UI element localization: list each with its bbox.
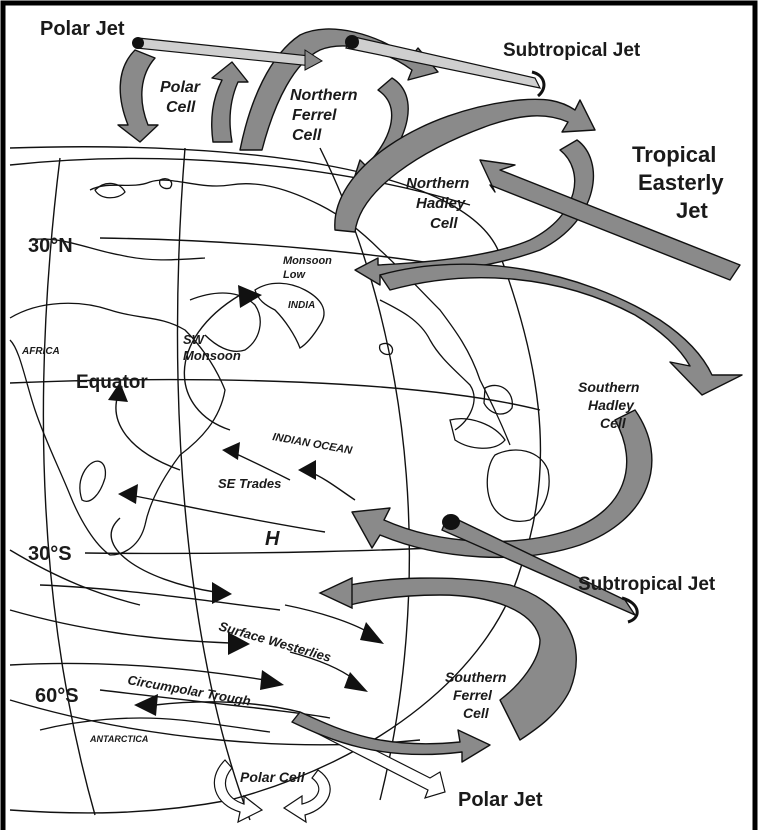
polar-cell-bottom-label: Polar Cell <box>240 769 306 785</box>
northern-hadley-arrow <box>335 99 595 232</box>
antarctica-label: ANTARCTICA <box>89 734 148 744</box>
northern-ferrel-label-1: Northern <box>290 87 358 104</box>
high-pressure-label: H <box>265 528 280 550</box>
polar-jet-top-label: Polar Jet <box>40 18 125 40</box>
northern-hadley-label-1: Northern <box>406 175 469 192</box>
westerly-arrowhead-4 <box>260 670 284 690</box>
lat-30s-label: 30°S <box>28 543 72 565</box>
circumpolar-arrowhead <box>134 694 158 716</box>
westerly-flow-6 <box>40 585 280 610</box>
southern-ferrel-label-1: Southern <box>445 669 506 685</box>
polar-jet-top-head <box>132 37 144 49</box>
tropical-easterly-label-2: Easterly <box>638 170 724 195</box>
sw-monsoon-label-1: SW <box>183 332 206 347</box>
monsoon-low-label-1: Monsoon <box>283 255 332 267</box>
southern-hadley-label-1: Southern <box>578 379 639 395</box>
southern-hadley-lower-arrow <box>352 410 652 557</box>
northern-ferrel-label-3: Cell <box>292 127 322 144</box>
island-2 <box>380 343 393 354</box>
labels: Polar Jet Polar Cell Northern Ferrel Cel… <box>21 18 724 811</box>
polar-jet-bottom-label: Polar Jet <box>458 789 543 811</box>
subtropical-jet-bottom-label: Subtropical Jet <box>578 574 716 595</box>
subtropical-jet-bottom-head <box>442 514 460 530</box>
southern-hadley-arrow <box>380 264 742 395</box>
tropical-easterly-label-1: Tropical <box>632 142 716 167</box>
sw-monsoon-label-2: Monsoon <box>183 348 241 363</box>
subtropical-jet-top-label: Subtropical Jet <box>503 40 641 61</box>
indian-ocean-label: INDIAN OCEAN <box>271 431 354 457</box>
indonesia <box>450 419 505 449</box>
se-trades-label: SE Trades <box>218 476 281 491</box>
southern-ferrel-label-2: Ferrel <box>453 687 493 703</box>
se-trades-arrowhead-2 <box>298 460 316 480</box>
lat-60s-label: 60°S <box>35 685 79 707</box>
monsoon-low-label-2: Low <box>283 269 306 281</box>
northern-hadley-label-3: Cell <box>430 215 458 232</box>
southern-ferrel-label-3: Cell <box>463 705 490 721</box>
lat-30n-label: 30°N <box>28 235 73 257</box>
se-trades-arrowhead-3 <box>118 484 138 504</box>
subtropical-jet-top-head <box>345 35 359 49</box>
frame-border <box>3 3 755 830</box>
india-coast <box>255 283 324 348</box>
westerly-flow-1 <box>111 518 215 592</box>
westerly-arrowhead-3 <box>360 622 384 644</box>
circumpolar-return-arrow <box>292 712 490 762</box>
equator-label: Equator <box>76 372 148 393</box>
polar-cell-top-label-2: Cell <box>166 99 196 116</box>
meridian-3 <box>320 148 409 800</box>
equator-flow <box>116 395 180 470</box>
india-label: INDIA <box>288 300 315 311</box>
madagascar <box>80 461 106 501</box>
southern-hadley-label-2: Hadley <box>588 397 635 413</box>
se-trades-flow-3 <box>130 495 325 532</box>
northern-ferrel-label-2: Ferrel <box>292 107 337 124</box>
westerly-arrowhead-1 <box>212 582 232 604</box>
se-trades-flow-2 <box>310 472 355 500</box>
africa-label: AFRICA <box>21 346 60 357</box>
polar-cell-top-label-1: Polar <box>160 79 201 96</box>
southern-ferrel-arrow <box>330 578 576 740</box>
se-trades-arrowhead-1 <box>222 442 240 460</box>
northern-hadley-label-2: Hadley <box>416 195 466 212</box>
southern-ferrel-arrowhead <box>320 578 352 608</box>
westerly-flow-3 <box>285 605 368 632</box>
polar-cell-top-arrow <box>118 50 158 142</box>
polar-cell-up-arrow <box>212 62 248 142</box>
tropical-easterly-label-3: Jet <box>676 198 708 223</box>
westerly-flow-2 <box>10 610 230 643</box>
se-asia-coast <box>380 300 474 430</box>
southern-hadley-label-3: Cell <box>600 415 627 431</box>
